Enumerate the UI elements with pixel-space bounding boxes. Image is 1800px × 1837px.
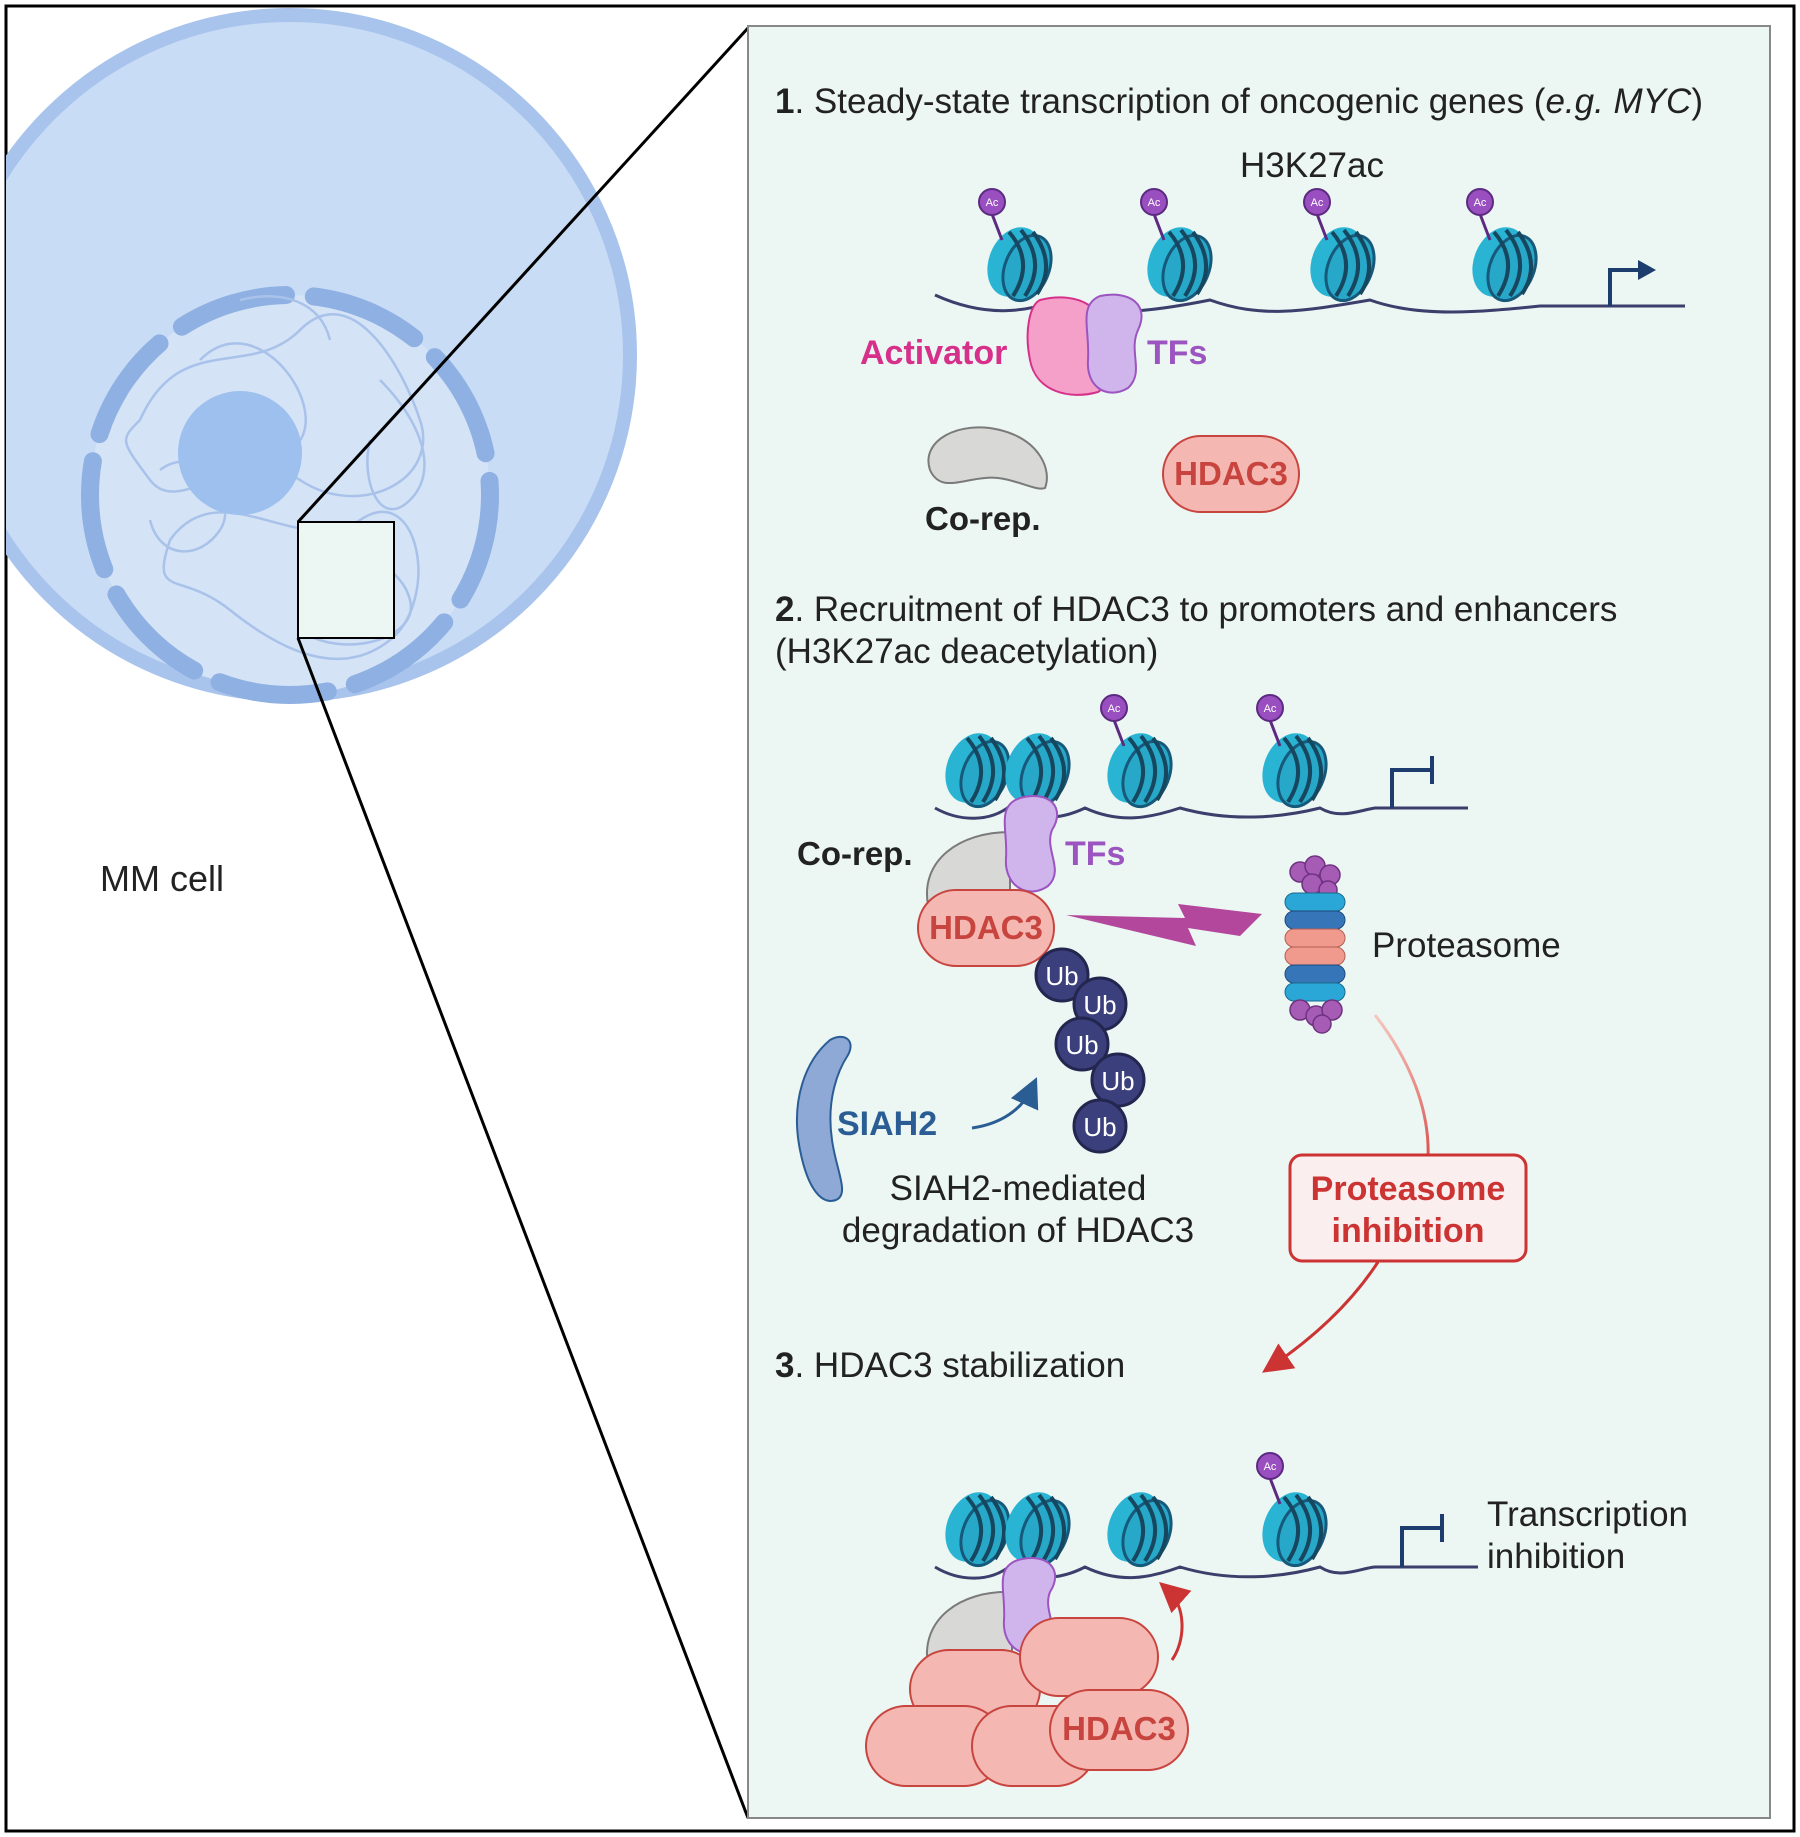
proteasome-inhibition-line2: inhibition [1332,1212,1485,1250]
proteasome-icon [1284,855,1346,1034]
ac-tag-2a: Ac [1100,694,1128,747]
siah2-arrow [971,1077,1039,1130]
svg-text:Ac: Ac [1474,197,1487,209]
ubiquitin-chain: Ub Ub Ub Ub Ub [1034,947,1146,1154]
corep-label-2: Co-rep. [797,835,913,872]
zoom-line-bottom [296,637,750,1819]
zoom-line-top [296,26,750,524]
siah2-caption-1: SIAH2-mediated [890,1169,1147,1208]
corepressor-protein [927,426,1048,490]
svg-text:Ac: Ac [1108,703,1121,715]
ac-tag-1b: Ac [1140,188,1168,241]
step2-title-line2: (H3K27ac deacetylation) [775,632,1158,671]
hdac3-label-3: HDAC3 [1062,1710,1176,1747]
step1-title: 1. Steady-state transcription of oncogen… [775,82,1703,121]
hdac3-label-1: HDAC3 [1174,455,1288,492]
svg-text:Ac: Ac [1311,197,1324,209]
tf-protein-1 [1085,293,1143,394]
repressed-promoter-3 [1400,1514,1444,1567]
proteasome-to-inhibition-line [1373,1014,1430,1159]
nucleolus [178,391,302,515]
siah2-label: SIAH2 [837,1105,937,1143]
tfs-label-1: TFs [1147,334,1207,372]
svg-text:Ac: Ac [1264,1461,1277,1473]
hdac3-label-2: HDAC3 [929,909,1043,946]
siah2-protein [796,1035,852,1202]
step2-title-line1: 2. Recruitment of HDAC3 to promoters and… [775,590,1617,629]
inhibition-arrow [1262,1261,1380,1373]
active-promoter-arrow [1608,268,1640,306]
ac-tag-1a: Ac [978,188,1006,241]
siah2-caption-2: degradation of HDAC3 [842,1211,1194,1250]
ub-3 [1054,1016,1110,1072]
svg-text:Ac: Ac [1148,197,1161,209]
ac-tag-1d: Ac [1466,188,1494,241]
step3-title: 3. HDAC3 stabilization [775,1346,1125,1385]
ac-tag-3a: Ac [1256,1452,1284,1505]
proteasome-inhibition-line1: Proteasome [1311,1170,1506,1208]
transcription-inhibition-line1: Transcription [1487,1495,1688,1534]
ub-5 [1072,1098,1128,1154]
hdac3-to-dna-arrow [1159,1582,1192,1661]
mm-cell-label: MM cell [100,858,224,899]
ac-tag-1c: Ac [1303,188,1331,241]
svg-text:Ac: Ac [986,197,999,209]
h3k27ac-label: H3K27ac [1240,146,1384,185]
lightning-bolt-icon [1066,904,1262,946]
tf-protein-2 [1003,795,1058,893]
corep-label-1: Co-rep. [925,500,1041,537]
hdac3-protein-1 [1162,435,1300,513]
proteasome-inhibition-box [1288,1153,1528,1263]
tfs-label-2: TFs [1065,835,1125,873]
nuclear-envelope [81,286,499,704]
svg-text:Ub: Ub [1083,990,1116,1020]
repressed-promoter-2 [1390,756,1434,808]
ac-tag-2b: Ac [1256,694,1284,747]
svg-text:Ub: Ub [1083,1112,1116,1142]
activator-label: Activator [860,334,1007,372]
proteasome-label: Proteasome [1372,926,1561,965]
hdac3-protein-2 [917,889,1055,967]
mm-cell [6,8,637,704]
hdac3-stabilized-pile [865,1617,1189,1787]
transcription-inhibition-line2: inhibition [1487,1537,1625,1576]
dna-strand-2 [934,804,1468,820]
svg-text:Ub: Ub [1065,1030,1098,1060]
svg-text:Ub: Ub [1045,961,1078,991]
svg-text:Ac: Ac [1264,703,1277,715]
ub-1 [1034,947,1090,1003]
zoom-box [297,521,395,639]
svg-text:Ub: Ub [1101,1066,1134,1096]
